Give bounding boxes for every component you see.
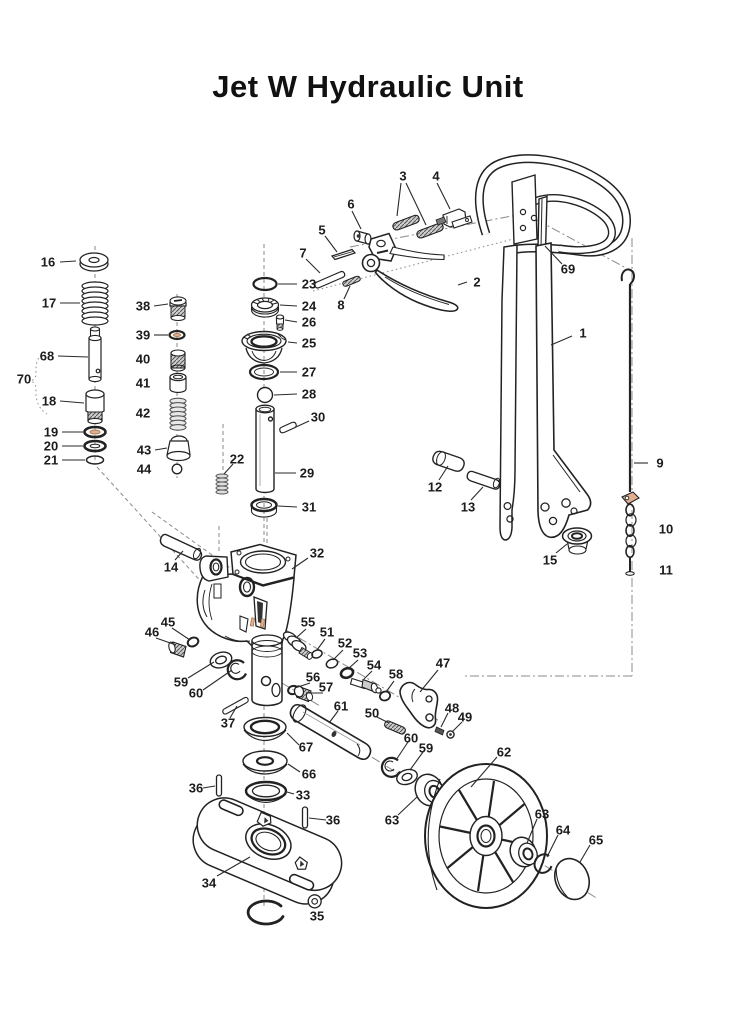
bracket-70	[29, 351, 48, 415]
wheel-62	[424, 763, 548, 909]
seal-housing-25	[241, 330, 287, 364]
oring-27	[248, 363, 280, 381]
piston-stack-art	[241, 276, 297, 518]
sleeve-40	[170, 349, 186, 372]
pin-37	[222, 696, 249, 715]
plug-57	[293, 685, 314, 703]
piston-29	[255, 404, 275, 494]
valve-stack-mid-art	[166, 296, 229, 495]
leader-lines	[57, 182, 648, 877]
valve-stack-left-art	[79, 252, 109, 465]
fitting-54	[349, 677, 382, 694]
valve-body-18	[85, 389, 105, 425]
ring-58	[378, 690, 392, 702]
ring-19	[83, 425, 107, 439]
washer-59-lower	[396, 768, 418, 786]
pump-cylinder	[251, 634, 283, 707]
bearing-63-right	[509, 836, 538, 868]
grip-strip-69	[537, 195, 548, 253]
pin-7	[314, 270, 346, 289]
screw-26	[275, 314, 285, 331]
bearing-24	[250, 297, 280, 318]
pin-48	[434, 726, 445, 736]
page-title: Jet W Hydraulic Unit	[212, 69, 524, 104]
pump-body-art	[196, 543, 297, 707]
ring-39	[168, 329, 186, 341]
pin-14	[159, 533, 203, 561]
pin-3a	[392, 214, 420, 231]
ball-44	[171, 463, 183, 475]
snap-ring-35	[246, 899, 285, 926]
ring-45	[186, 636, 200, 648]
spring-17	[81, 281, 109, 326]
spring-42	[169, 397, 187, 431]
valve-train-art	[168, 631, 455, 761]
spring-22	[215, 473, 229, 495]
oring-23	[252, 276, 278, 292]
clip-64	[533, 853, 553, 874]
fitting-55	[282, 631, 314, 660]
cap-65	[553, 857, 591, 901]
ball-28	[256, 386, 274, 404]
cup-41	[169, 372, 187, 394]
lever-arm-2	[374, 268, 459, 313]
base-stack-art	[192, 716, 343, 926]
ring-53	[339, 666, 355, 680]
bushing-15	[561, 527, 593, 555]
cup-43	[166, 435, 191, 462]
chain-rod-art	[620, 268, 640, 576]
base-plate-34	[192, 797, 343, 909]
wheel-art	[380, 756, 591, 909]
ring-67	[243, 716, 287, 742]
axle-61	[289, 703, 372, 761]
cup-31	[250, 497, 278, 518]
handle-frame-art	[474, 154, 632, 541]
pin-36-left	[215, 774, 223, 797]
ring-21	[85, 455, 105, 465]
washer-59-upper	[209, 651, 233, 669]
washer-66	[242, 750, 288, 775]
bracket-47	[399, 681, 439, 729]
pin-36-right	[301, 806, 309, 829]
pin-3b	[416, 222, 444, 239]
clip-60-upper	[226, 659, 248, 681]
bushing-12	[432, 450, 465, 472]
chain-connector	[621, 491, 640, 505]
plug-38	[169, 296, 187, 321]
pin-68	[88, 326, 102, 383]
ring-51	[311, 649, 323, 659]
bushings-art	[159, 450, 593, 561]
clip-60-lower	[380, 756, 401, 778]
ring-20	[83, 439, 107, 453]
pin-8	[342, 275, 361, 287]
lever-pivot	[368, 232, 397, 262]
pin-30	[279, 421, 297, 434]
ring-52	[325, 658, 339, 669]
ring-33	[244, 780, 288, 804]
lever-assembly-art	[314, 208, 473, 313]
